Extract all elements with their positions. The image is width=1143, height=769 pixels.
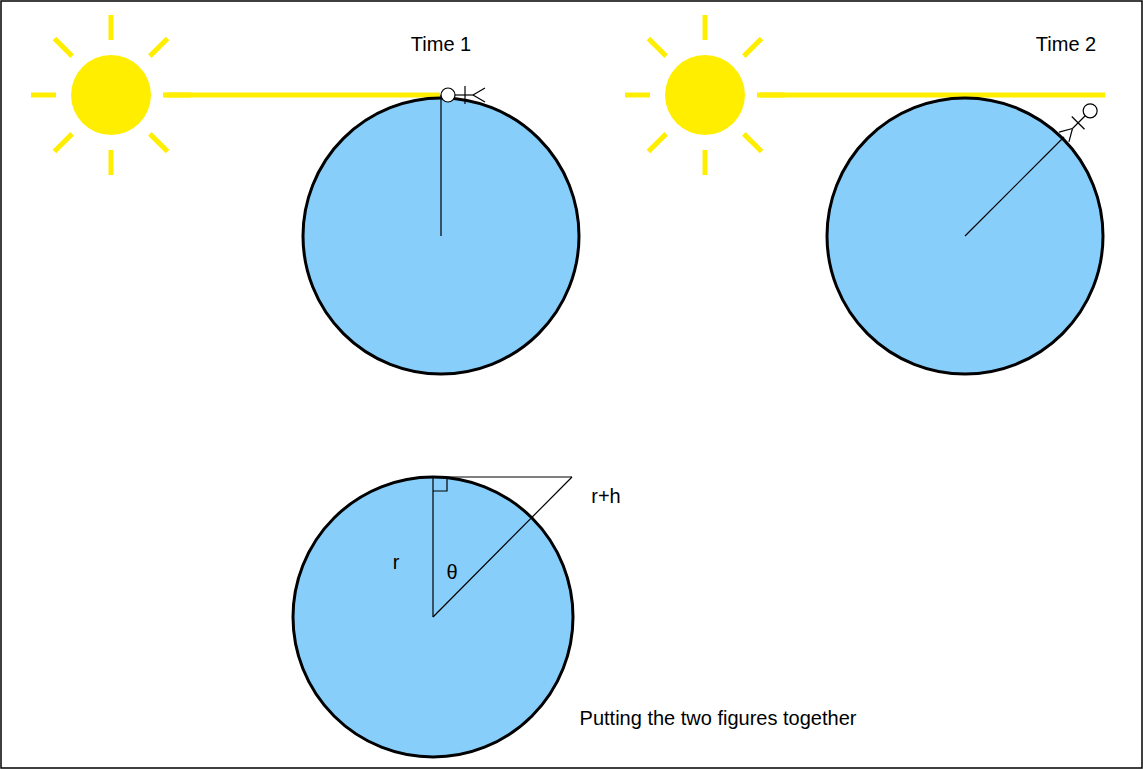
- hypotenuse-line: [433, 477, 572, 617]
- time-label: Time 1: [411, 33, 471, 55]
- radius-line: [965, 137, 1064, 236]
- sun-ray: [625, 93, 650, 98]
- right-angle-mark: [433, 477, 447, 491]
- sun-ray: [150, 134, 168, 152]
- sun-ray: [109, 150, 114, 175]
- sun-disc: [665, 55, 745, 135]
- stick-figure: [473, 88, 485, 95]
- sun-ray-line: [163, 93, 440, 98]
- angle-label: θ: [446, 561, 457, 583]
- dimension-label: r: [393, 551, 400, 573]
- tangent-line: [433, 476, 572, 477]
- stick-figure: [455, 94, 473, 95]
- earth-circle: [293, 477, 573, 757]
- sun-ray: [166, 93, 191, 98]
- stick-figure: [1059, 129, 1072, 133]
- sun-ray: [109, 15, 114, 40]
- sun-disc: [71, 55, 151, 135]
- sun-ray: [54, 134, 72, 152]
- sun-ray: [703, 15, 708, 40]
- sun-ray-line: [757, 93, 1105, 98]
- time-label: Time 2: [1036, 33, 1096, 55]
- sun-ray: [703, 150, 708, 175]
- sun-ray: [760, 93, 785, 98]
- stick-figure: [1072, 116, 1085, 129]
- stick-figure: [1069, 129, 1073, 142]
- stick-figure: [1072, 116, 1085, 129]
- sun-ray: [648, 134, 666, 152]
- radius-line: [432, 477, 433, 617]
- stick-figure-head: [1083, 104, 1097, 118]
- radius-line: [440, 95, 441, 236]
- stick-figure: [464, 86, 465, 104]
- sun-ray: [648, 38, 666, 56]
- sun-ray: [150, 38, 168, 56]
- stick-figure: [473, 95, 485, 102]
- sun-ray: [744, 134, 762, 152]
- earth-circle: [827, 98, 1103, 374]
- sun-ray: [744, 38, 762, 56]
- stick-figure-head: [441, 88, 455, 102]
- sun-ray: [54, 38, 72, 56]
- dimension-label: r+h: [591, 485, 620, 507]
- caption-note: Putting the two figures together: [580, 707, 857, 729]
- sun-ray: [31, 93, 56, 98]
